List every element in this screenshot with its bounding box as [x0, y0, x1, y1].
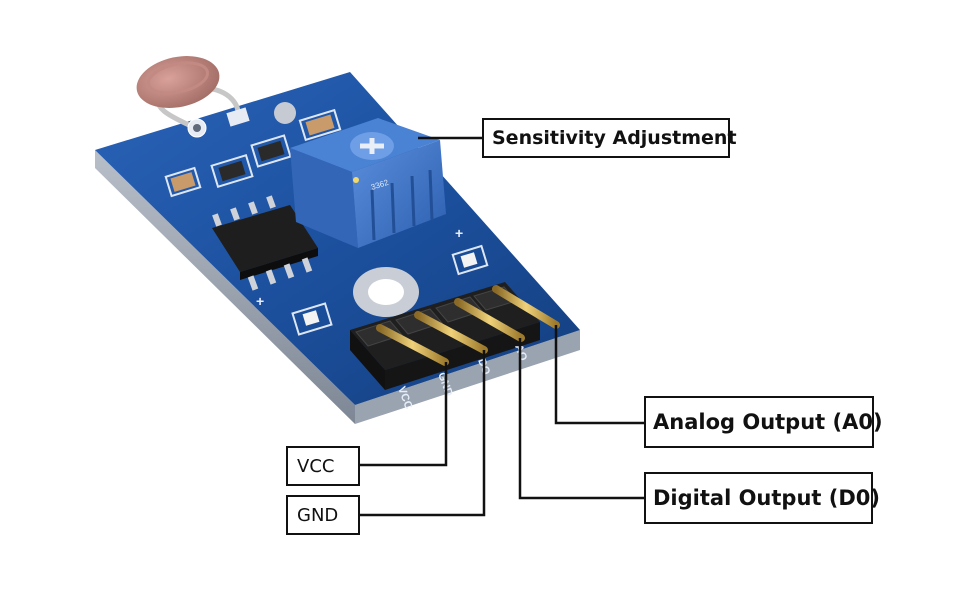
- mounting-hole: [353, 267, 419, 317]
- pin-gnd: [414, 311, 488, 354]
- leader-digital: [518, 338, 644, 500]
- silk-plus-left: +: [256, 293, 264, 309]
- ldr-pad-right: [226, 107, 250, 127]
- smd-component-1: [164, 166, 202, 198]
- label-gnd-text: GND: [297, 504, 339, 526]
- led-power: [451, 244, 489, 276]
- comparator-ic: [212, 195, 318, 291]
- pcb-edge-right: [355, 330, 580, 424]
- ldr-photoresistor: [136, 56, 220, 108]
- pin-ao: [492, 285, 560, 329]
- label-digital-text: Digital Output (D0): [653, 486, 880, 510]
- led-signal: [291, 302, 333, 336]
- label-vcc: VCC: [286, 446, 360, 486]
- potentiometer: 3362: [290, 118, 446, 248]
- label-gnd: GND: [286, 495, 360, 535]
- label-analog-text: Analog Output (A0): [653, 410, 883, 434]
- silk-plus-top: +: [455, 225, 463, 241]
- smd-component-3: [250, 134, 292, 168]
- gold-pins: [376, 285, 560, 366]
- label-analog-output: Analog Output (A0): [644, 396, 883, 448]
- label-digital-output: Digital Output (D0): [644, 472, 880, 524]
- pcb-edge: [95, 150, 355, 424]
- pin-do: [454, 298, 525, 342]
- leader-gnd: [360, 350, 486, 517]
- label-sensitivity-adjustment: Sensitivity Adjustment: [482, 118, 737, 158]
- leader-analog: [554, 325, 644, 425]
- label-sensitivity-text: Sensitivity Adjustment: [492, 127, 737, 149]
- mount-dot: [274, 102, 296, 124]
- smd-component-2: [210, 153, 254, 189]
- pin-vcc: [376, 324, 449, 366]
- leader-vcc: [360, 362, 448, 467]
- smd-component-4: [298, 108, 342, 142]
- label-vcc-text: VCC: [297, 455, 335, 477]
